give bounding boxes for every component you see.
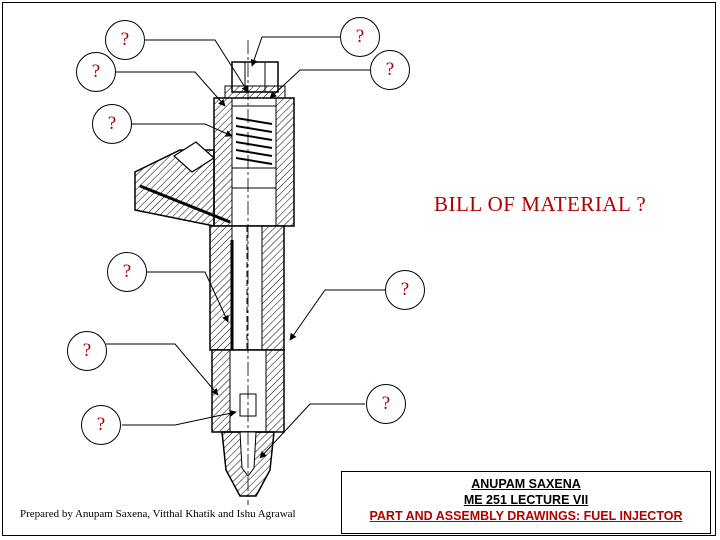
bill-of-material-label: BILL OF MATERIAL ? [434,192,647,216]
fuel-inlet-connector [134,141,231,227]
title-subject: PART AND ASSEMBLY DRAWINGS: FUEL INJECTO… [369,509,683,523]
callout-3: ? [76,52,116,92]
title-author: ANUPAM SAXENA [471,477,581,491]
callout-6: ? [107,252,147,292]
title-block: ANUPAM SAXENA ME 251 LECTURE VII PART AN… [341,471,711,534]
pressure-spring [235,117,273,165]
callout-7: ? [385,270,425,310]
callout-8: ? [67,331,107,371]
callout-9: ? [81,405,121,445]
callout-5: ? [92,104,132,144]
injector-stem [209,225,285,420]
title-course: ME 251 LECTURE VII [463,493,589,507]
callout-2: ? [340,17,380,57]
callout-4: ? [370,50,410,90]
callout-10: ? [366,384,406,424]
credit-line: Prepared by Anupam Saxena, Vitthal Khati… [20,508,296,520]
callout-1: ? [105,20,145,60]
leader-lines [106,36,385,459]
